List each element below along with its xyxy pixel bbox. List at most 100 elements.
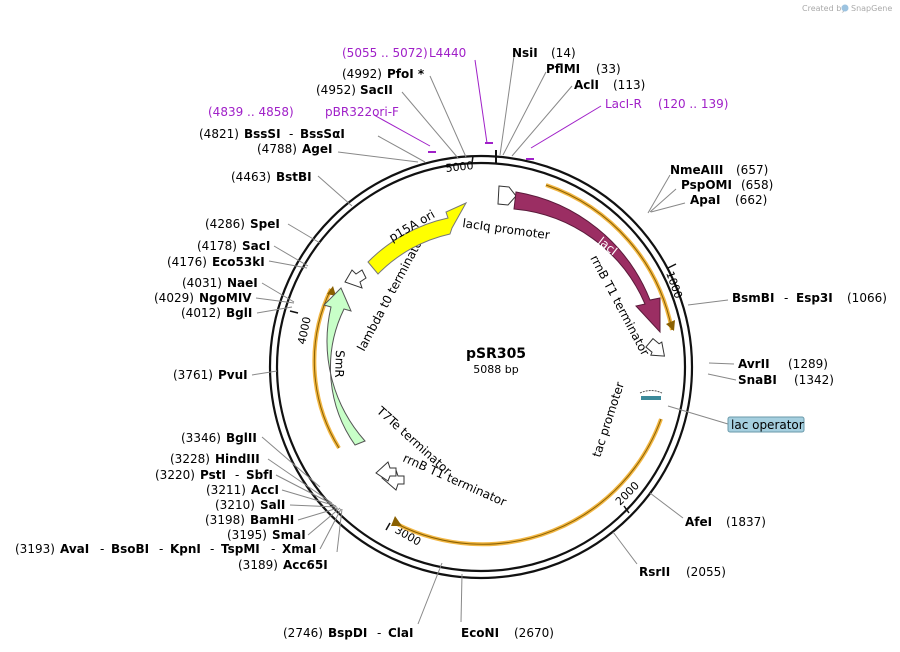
pspomi-name[interactable]: PspOMI	[681, 178, 732, 192]
afei-name[interactable]: AfeI	[685, 515, 712, 529]
acci-pos: (3211)	[206, 483, 246, 497]
rsrii-leader	[612, 531, 638, 565]
tick-2000	[623, 505, 630, 514]
kpni-name[interactable]: KpnI	[170, 542, 201, 556]
psti-name[interactable]: PstI	[200, 468, 226, 482]
l4440-primer-mark[interactable]	[485, 142, 493, 144]
pfoi-pos: (4992)	[342, 67, 382, 81]
naei-name[interactable]: NaeI	[227, 276, 258, 290]
pbr322ori-f-primer-mark[interactable]	[428, 151, 436, 153]
tac-promoter-label: tac promoter	[590, 380, 627, 459]
acc65i-name[interactable]: Acc65I	[283, 558, 328, 572]
rrnB-t1-top-arrow[interactable]	[644, 336, 670, 362]
bspdi-name2[interactable]: ClaI	[388, 626, 413, 640]
tspmi-name[interactable]: TspMI	[221, 542, 260, 556]
avrii-name[interactable]: AvrII	[738, 357, 770, 371]
rsrii-name[interactable]: RsrII	[639, 565, 670, 579]
ngomiv-pos: (4029)	[154, 291, 194, 305]
econi-name[interactable]: EcoNI	[461, 626, 499, 640]
sali-leader	[289, 504, 338, 508]
lambda-t0-arrow[interactable]	[344, 269, 367, 289]
plasmid-length: 5088 bp	[473, 363, 518, 376]
apai-name[interactable]: ApaI	[690, 193, 720, 207]
agei-name[interactable]: AgeI	[302, 142, 332, 156]
rrnB-t1-bottom-label: rrnB T1 terminator	[401, 451, 509, 509]
apai-pos: (662)	[735, 193, 767, 207]
bglii-pos: (3346)	[181, 431, 221, 445]
snabi-pos: (1342)	[794, 373, 834, 387]
nsiI-leader	[499, 55, 515, 156]
bsssi-name2[interactable]: BssSαI	[300, 127, 345, 141]
site-leaders	[251, 55, 737, 625]
acci-name[interactable]: AccI	[251, 483, 279, 497]
avai-sep-1: -	[100, 542, 104, 556]
lac-operator-box[interactable]	[727, 416, 805, 433]
orf-arrow-smr-icon	[327, 286, 336, 296]
bsssi-name[interactable]: BssSI	[244, 127, 281, 141]
bgli-name[interactable]: BglI	[226, 306, 252, 320]
orf-arcs	[312, 183, 675, 547]
sali-name[interactable]: SalI	[260, 498, 285, 512]
t7te-terminator-arrow[interactable]	[375, 461, 397, 482]
tick-5000	[471, 155, 474, 164]
nmeaiii-leader	[647, 174, 671, 214]
saci-name[interactable]: SacI	[242, 239, 270, 253]
smr-feature[interactable]	[323, 287, 366, 446]
pflmi-name[interactable]: PflMI	[546, 62, 580, 76]
xmai-name[interactable]: XmaI	[282, 542, 316, 556]
pvui-name[interactable]: PvuI	[218, 368, 248, 382]
sacii-name[interactable]: SacII	[360, 83, 393, 97]
psti-name2[interactable]: SbfI	[246, 468, 273, 482]
plasmid-center: pSR305 5088 bp	[466, 346, 526, 376]
nsiI-name[interactable]: NsiI	[512, 46, 538, 60]
bamhi-name[interactable]: BamHI	[250, 513, 294, 527]
bsobi-name[interactable]: BsoBI	[111, 542, 149, 556]
snabi-name[interactable]: SnaBI	[738, 373, 777, 387]
saci-leader	[273, 245, 309, 267]
lac-operator-mark[interactable]	[641, 396, 661, 400]
hindiii-name[interactable]: HindIII	[215, 452, 260, 466]
bsssi-leader	[377, 135, 426, 163]
bsmbi-pos: (1066)	[847, 291, 887, 305]
eco53ki-leader	[268, 260, 308, 269]
sacii-leader	[401, 91, 459, 159]
avrii-pos: (1289)	[788, 357, 828, 371]
avai-name[interactable]: AvaI	[60, 542, 89, 556]
nsiI-pos: (14)	[551, 46, 576, 60]
orf-arc-lacI-line	[545, 184, 673, 331]
smr-label: SmR	[332, 350, 347, 378]
acli-name[interactable]: AclI	[574, 78, 599, 92]
bamhi-leader	[297, 507, 339, 521]
pspomi-leader	[649, 188, 677, 213]
bsmbi-name2[interactable]: Esp3I	[796, 291, 833, 305]
bspdi-name[interactable]: BspDI	[328, 626, 367, 640]
bstbi-pos: (4463)	[231, 170, 271, 184]
lacIq-promoter-arrow[interactable]	[497, 185, 517, 206]
smai-name[interactable]: SmaI	[272, 528, 306, 542]
hindiii-pos: (3228)	[170, 452, 210, 466]
backbone-outer-ring	[268, 154, 694, 580]
pvui-leader	[251, 370, 278, 376]
spei-name[interactable]: SpeI	[250, 217, 280, 231]
lacI-feature[interactable]	[513, 191, 661, 334]
bstbi-name[interactable]: BstBI	[276, 170, 312, 184]
snapgene-credit: Created by SnapGene	[802, 4, 892, 13]
bsmbi-name[interactable]: BsmBI	[732, 291, 774, 305]
pfoi-leader	[429, 75, 467, 158]
ngomiv-name[interactable]: NgoMIV	[199, 291, 252, 305]
lac-operator-stemloop-icon	[639, 390, 663, 394]
hindiii-leader	[267, 458, 333, 504]
lac-operator-label: lac operator	[731, 418, 804, 432]
agei-pos: (4788)	[257, 142, 297, 156]
backbone-inner-ring	[275, 161, 687, 573]
laci-r-primer-mark[interactable]	[526, 158, 534, 160]
naei-leader	[261, 282, 295, 303]
lac-operator-leader	[667, 405, 729, 425]
p15a-ori-feature[interactable]	[367, 201, 468, 275]
spei-pos: (4286)	[205, 217, 245, 231]
nmeaiii-name[interactable]: NmeAIII	[670, 163, 723, 177]
bglii-name[interactable]: BglII	[226, 431, 257, 445]
pfoi-name[interactable]: PfoI *	[387, 67, 425, 81]
eco53ki-pos: (4176)	[167, 255, 207, 269]
eco53ki-name[interactable]: Eco53kI	[212, 255, 265, 269]
